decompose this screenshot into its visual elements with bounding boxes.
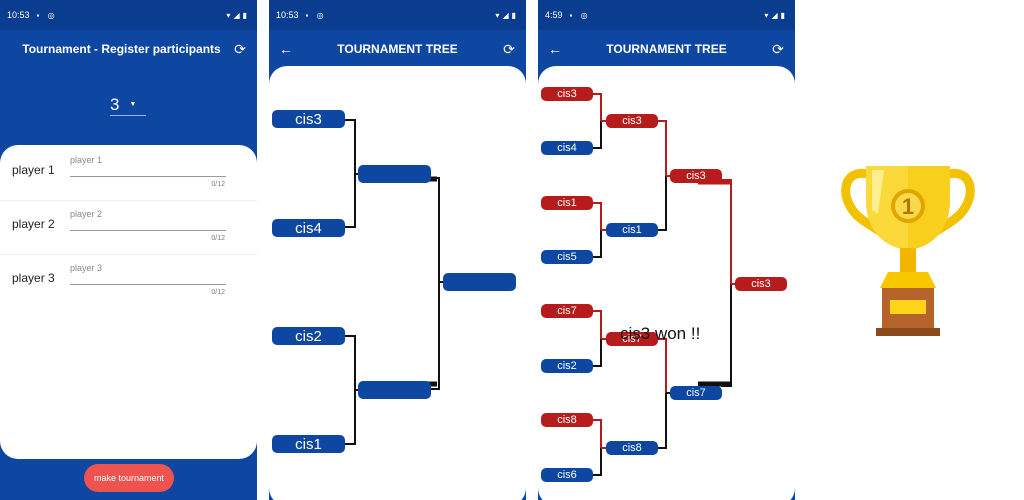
- notification-icons: ▪ ◎: [36, 10, 58, 20]
- signal-battery-icons: ▾◢▮: [764, 10, 788, 20]
- bracket-node-winner: cis7: [606, 332, 658, 346]
- winner-message: cis3 won !!: [620, 324, 701, 343]
- refresh-icon[interactable]: ⟳: [503, 40, 515, 57]
- bracket-node: cis6: [541, 468, 593, 482]
- status-time: 4:59: [545, 10, 563, 20]
- bracket-node-empty: [358, 165, 431, 183]
- status-time: 10:53: [7, 10, 30, 20]
- status-time: 10:53: [276, 10, 299, 20]
- make-tournament-button[interactable]: make tournament: [84, 464, 174, 492]
- notification-icons: ▪ ◎: [305, 10, 327, 20]
- bracket-node: cis8: [606, 441, 658, 455]
- status-bar: 4:59 ▪ ◎ ▾◢▮: [538, 0, 795, 30]
- bracket-node: cis1: [606, 223, 658, 237]
- bracket-node: cis1: [272, 435, 345, 453]
- bracket-node-champion: cis3: [735, 277, 787, 291]
- notification-icons: ▪ ◎: [569, 10, 591, 20]
- bracket-node-winner: cis3: [670, 169, 722, 183]
- bracket-node: cis4: [541, 141, 593, 155]
- refresh-icon[interactable]: ⟳: [234, 40, 246, 57]
- page-title: TOURNAMENT TREE: [606, 42, 727, 56]
- bracket-node: cis5: [541, 250, 593, 264]
- player-name-input[interactable]: player 1: [70, 155, 226, 177]
- trophy-icon: 1: [841, 166, 975, 336]
- bracket-node-winner: cis8: [541, 413, 593, 427]
- bracket-node-empty: [358, 381, 431, 399]
- player-label: player 2: [12, 217, 55, 231]
- status-bar: 10:53 ▪ ◎ ▾◢▮: [0, 0, 257, 30]
- char-counter: 0/12: [211, 289, 225, 296]
- player-label: player 3: [12, 271, 55, 285]
- refresh-icon[interactable]: ⟳: [772, 40, 784, 57]
- bracket-node: cis2: [541, 359, 593, 373]
- tree-panel: cis3 cis4 cis2 cis1: [269, 66, 526, 500]
- trophy-rank-text: 1: [902, 194, 914, 219]
- signal-battery-icons: ▾◢▮: [495, 10, 519, 20]
- bracket-node: cis7: [670, 386, 722, 400]
- player-row: player 1 player 1 0/12: [0, 147, 257, 201]
- dropdown-arrow-icon: ▼: [129, 101, 137, 108]
- tree-done-screen: 4:59 ▪ ◎ ▾◢▮ ← TOURNAMENT TREE ⟳: [538, 0, 795, 500]
- player-name-input[interactable]: player 3: [70, 263, 226, 285]
- player-row: player 2 player 2 0/12: [0, 201, 257, 255]
- signal-battery-icons: ▾◢▮: [226, 10, 250, 20]
- bracket-node-winner: cis3: [541, 87, 593, 101]
- player-label: player 1: [12, 163, 55, 177]
- bracket-node: cis2: [272, 327, 345, 345]
- app-bar: ← TOURNAMENT TREE ⟳: [538, 30, 795, 68]
- bracket-node: cis4: [272, 219, 345, 237]
- page-title: TOURNAMENT TREE: [337, 42, 458, 56]
- participant-count-dropdown[interactable]: 3 ▼: [110, 94, 146, 116]
- char-counter: 0/12: [211, 235, 225, 242]
- char-counter: 0/12: [211, 181, 225, 188]
- tree-empty-screen: 10:53 ▪ ◎ ▾◢▮ ← TOURNAMENT TREE ⟳ cis3 c…: [269, 0, 526, 500]
- back-arrow-icon[interactable]: ←: [279, 41, 293, 57]
- page-title: Tournament - Register participants: [22, 42, 221, 56]
- app-bar: ← TOURNAMENT TREE ⟳: [269, 30, 526, 68]
- bracket-lines: [593, 93, 735, 476]
- app-bar: Tournament - Register participants ⟳: [0, 30, 257, 68]
- back-arrow-icon[interactable]: ←: [548, 41, 562, 57]
- bracket-node: cis3: [272, 110, 345, 128]
- tree-panel: cis3 cis4 cis1 cis5 cis7 cis2 cis8 cis6 …: [538, 66, 795, 500]
- status-bar: 10:53 ▪ ◎ ▾◢▮: [269, 0, 526, 30]
- bracket-node-winner: cis1: [541, 196, 593, 210]
- bracket-node-empty: [443, 273, 516, 291]
- player-name-input[interactable]: player 2: [70, 209, 226, 231]
- player-row: player 3 player 3 0/12: [0, 255, 257, 309]
- register-screen: 10:53 ▪ ◎ ▾◢▮ Tournament - Register part…: [0, 0, 257, 500]
- bracket-node-winner: cis3: [606, 114, 658, 128]
- bracket-node-winner: cis7: [541, 304, 593, 318]
- participant-count-value: 3: [110, 94, 120, 114]
- participants-panel: player 1 player 1 0/12 player 2 player 2…: [0, 145, 257, 459]
